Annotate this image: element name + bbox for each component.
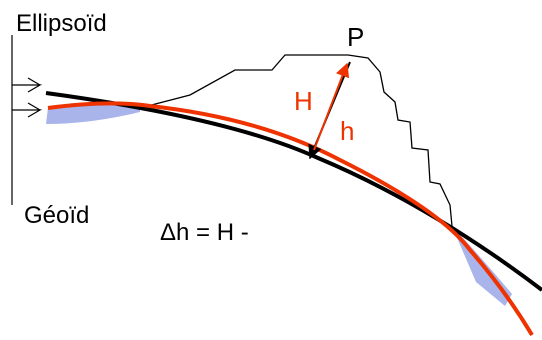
left-separation-fill	[46, 104, 140, 124]
ellipsoid-leader-arrow	[12, 77, 43, 93]
ellipsoid-label: Ellipsoïd	[16, 10, 107, 37]
geoid-leader-arrow	[12, 102, 43, 118]
height-difference-equation: Δh = H -	[160, 219, 249, 246]
orthometric-height-label: H	[294, 86, 313, 116]
ellipsoidal-height-label: h	[340, 116, 354, 146]
label-leader-lines	[11, 35, 43, 205]
geoid-label: Géoïd	[24, 202, 89, 229]
geoid-curve	[47, 101, 534, 337]
terrain-outline	[139, 54, 453, 227]
orthometric-height-arrow	[313, 62, 350, 151]
point-label: P	[347, 22, 364, 52]
